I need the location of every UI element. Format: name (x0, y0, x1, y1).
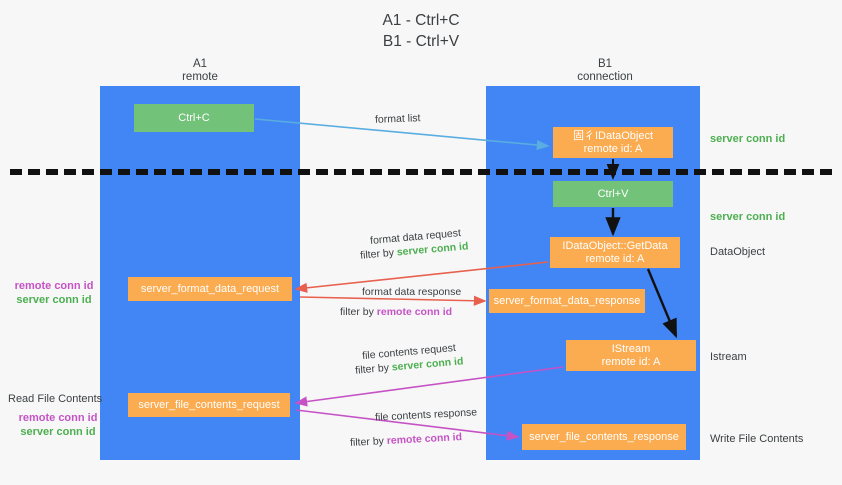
edge-label-format-data-response: format data response (362, 286, 462, 298)
node-ctrl-v-label: Ctrl+V (597, 187, 629, 200)
edge-label-format-list: format list (374, 112, 421, 126)
node-server-file-contents-request-label: server_file_contents_request (138, 398, 280, 411)
annotation-server-conn-id-top: server conn id (710, 133, 786, 145)
node-getdata-line2: remote id: A (585, 252, 645, 265)
node-server-format-data-request-label: server_format_data_request (140, 282, 280, 295)
annotation-remote-conn-id: remote conn id (18, 412, 98, 424)
filter-value-remote-conn-id: remote conn id (376, 306, 453, 318)
node-istream-line2: remote id: A (601, 355, 661, 368)
node-server-format-data-response-label: server_format_data_response (493, 294, 641, 307)
node-server-file-contents-response-label: server_file_contents_response (529, 430, 679, 443)
filter-prefix: filter by (349, 435, 388, 449)
node-server-file-contents-request[interactable]: server_file_contents_request (128, 393, 290, 417)
column-header-a1: A1 remote (182, 58, 218, 83)
node-getdata-line1: IDataObject::GetData (562, 239, 668, 252)
node-ctrl-v[interactable]: Ctrl+V (553, 181, 673, 207)
node-ctrl-c[interactable]: Ctrl+C (134, 104, 254, 132)
edge-label-format-data-response-filter: filter by remote conn id (340, 305, 452, 319)
edge-label-file-contents-response-filter: filter by remote conn id (350, 430, 463, 450)
filter-prefix: filter by (354, 361, 393, 377)
node-istream-line1: IStream (611, 342, 651, 355)
node-idataobject[interactable]: 固彳IDataObject remote id: A (553, 127, 673, 158)
page-title: A1 - Ctrl+C B1 - Ctrl+V (382, 12, 460, 50)
edge-label-file-contents-response: file contents response (374, 406, 478, 424)
node-server-format-data-response[interactable]: server_format_data_response (489, 289, 645, 313)
node-server-file-contents-response[interactable]: server_file_contents_response (522, 424, 686, 450)
annotation-conn-ids-upper: remote conn id server conn id (8, 279, 100, 307)
phase-divider (10, 169, 832, 175)
annotation-write-file-contents: Write File Contents (710, 433, 804, 445)
node-idataobject-line1: 固彳IDataObject (572, 129, 654, 142)
annotation-dataobject: DataObject (710, 246, 766, 258)
filter-prefix: filter by (340, 306, 377, 318)
annotation-server-conn-id: server conn id (16, 294, 92, 306)
node-getdata[interactable]: IDataObject::GetData remote id: A (550, 237, 680, 268)
annotation-server-conn-id-second: server conn id (710, 211, 786, 223)
filter-value-remote-conn-id: remote conn id (386, 431, 463, 447)
annotation-conn-ids-lower: remote conn id server conn id (8, 411, 108, 439)
node-ctrl-c-label: Ctrl+C (178, 111, 210, 124)
node-server-format-data-request[interactable]: server_format_data_request (128, 277, 292, 301)
annotation-read-file-contents: Read File Contents (8, 393, 103, 405)
node-idataobject-line2: remote id: A (583, 142, 643, 155)
annotation-istream: Istream (710, 351, 747, 363)
column-header-b1: B1 connection (577, 58, 633, 83)
filter-prefix: filter by (359, 246, 398, 262)
node-istream[interactable]: IStream remote id: A (566, 340, 696, 371)
annotation-server-conn-id: server conn id (20, 426, 96, 438)
annotation-remote-conn-id: remote conn id (14, 280, 94, 292)
